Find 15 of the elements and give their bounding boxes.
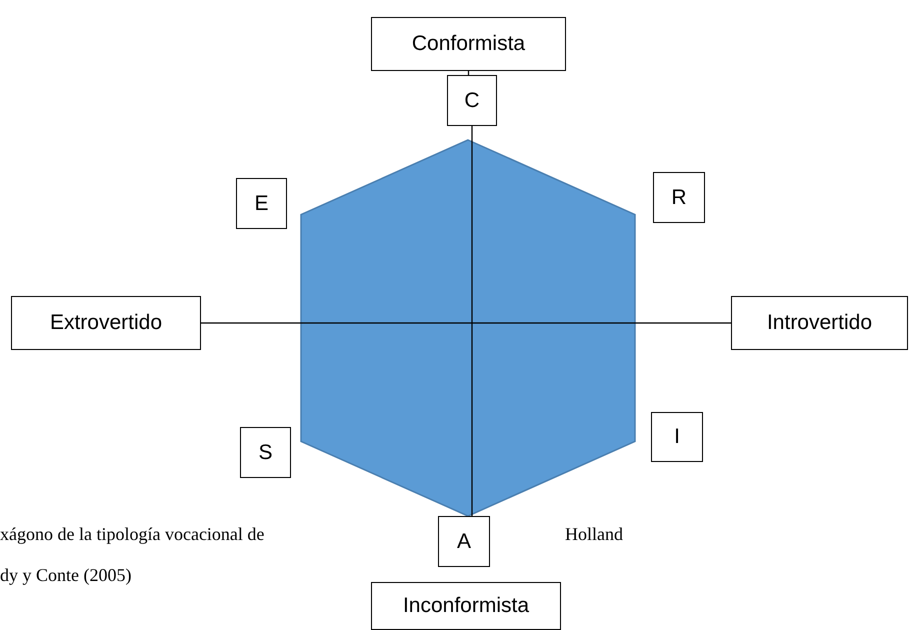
caption-text: Holland: [565, 524, 623, 545]
label-box: Inconformista: [371, 582, 561, 630]
caption-text: xágono de la tipología vocacional de: [0, 524, 264, 545]
label-box: C: [447, 75, 497, 126]
caption-text: dy y Conte (2005): [0, 565, 132, 586]
label-box: E: [236, 178, 287, 229]
label-box: I: [651, 412, 703, 462]
label-box: S: [240, 427, 291, 478]
label-box: Introvertido: [731, 296, 908, 350]
label-box: Extrovertido: [11, 296, 201, 350]
connector-line: [471, 126, 473, 516]
connector-line: [201, 322, 731, 324]
label-box: R: [653, 172, 705, 223]
label-box: Conformista: [371, 17, 566, 71]
label-box: A: [438, 516, 490, 567]
